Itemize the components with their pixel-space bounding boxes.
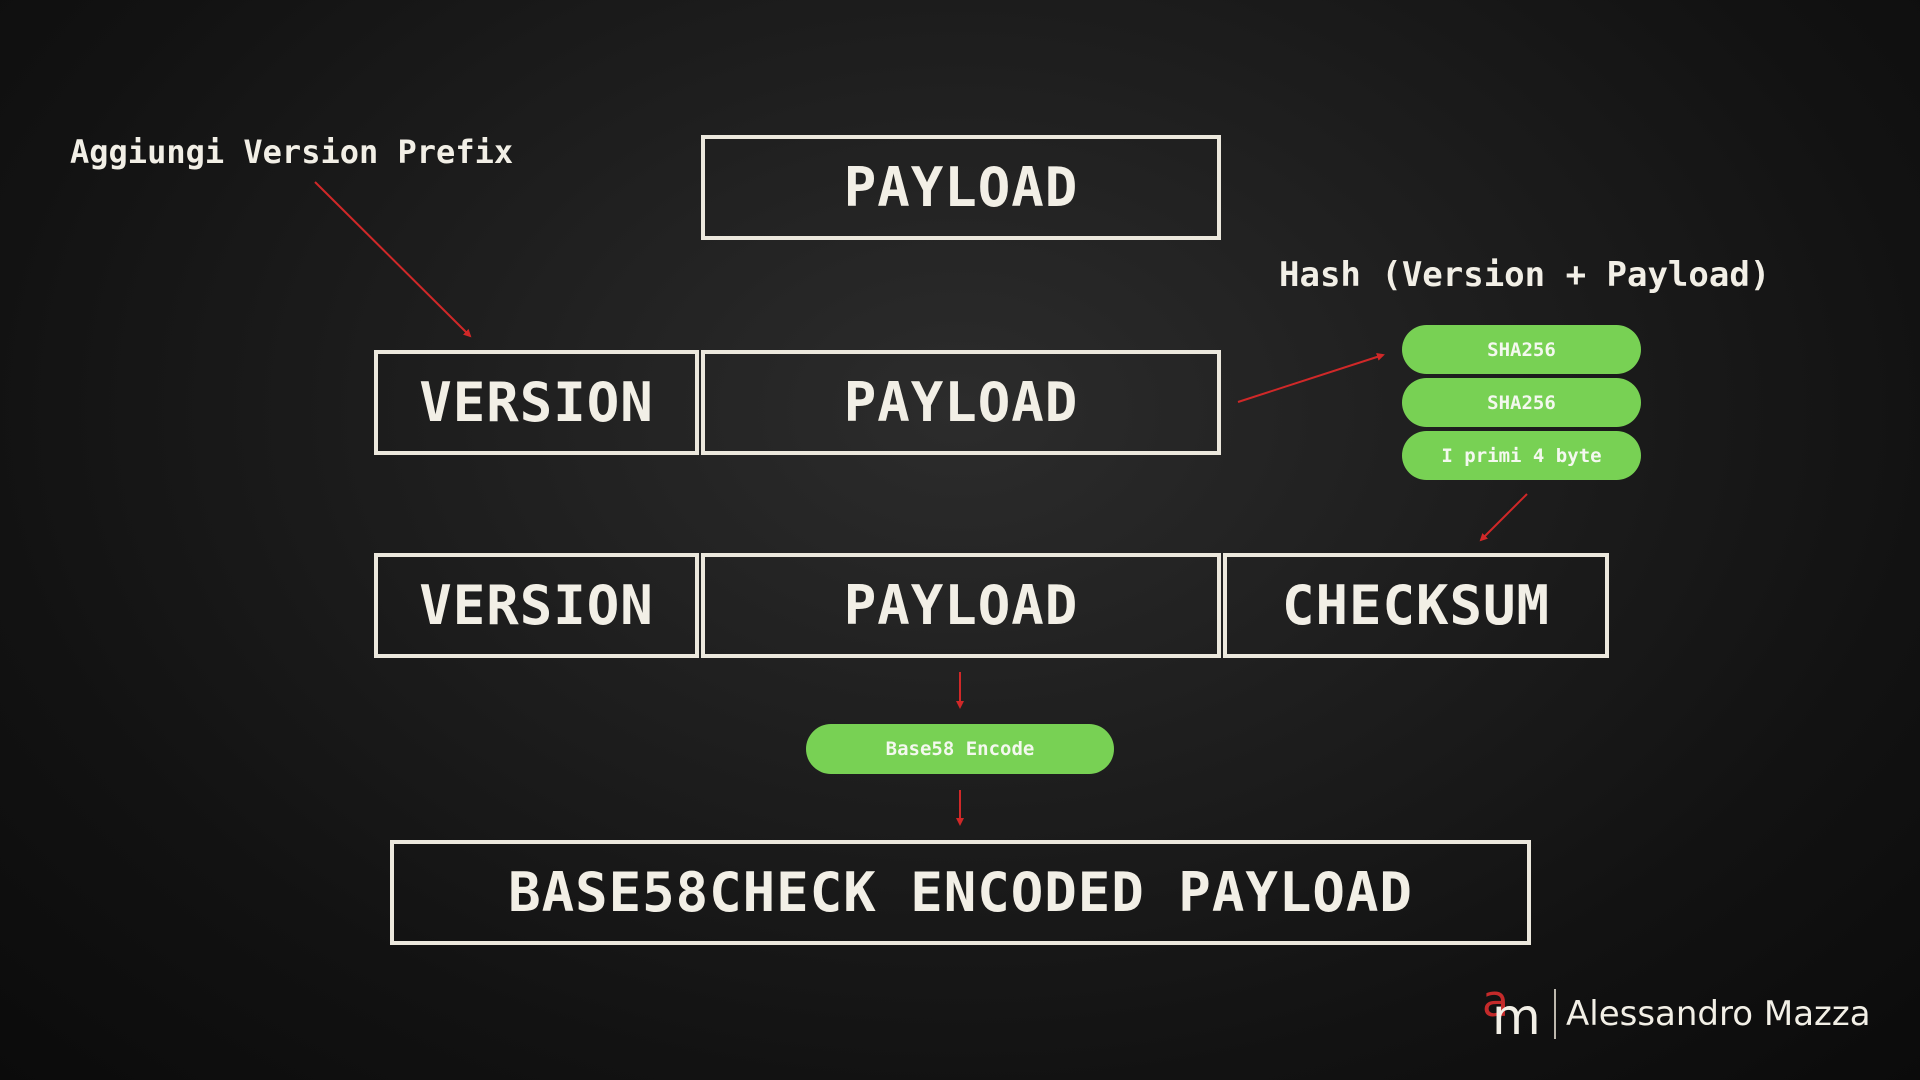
author-logo: a m Alessandro Mazza xyxy=(1478,980,1871,1046)
row2-payload-box: PAYLOAD xyxy=(701,350,1221,455)
hash-step-sha256-1: SHA256 xyxy=(1402,325,1641,374)
author-name: Alessandro Mazza xyxy=(1566,994,1871,1034)
version-prefix-label: Aggiungi Version Prefix xyxy=(70,133,514,171)
row3-checksum-box: CHECKSUM xyxy=(1223,553,1609,658)
logo-letter-a: a xyxy=(1482,976,1509,1027)
am-logo-icon: a m xyxy=(1478,980,1548,1046)
row1-payload-box: PAYLOAD xyxy=(701,135,1221,240)
hash-step-first-4-bytes: I primi 4 byte xyxy=(1402,431,1641,480)
base58check-result-box: BASE58CHECK ENCODED PAYLOAD xyxy=(390,840,1531,945)
row2-version-box: VERSION xyxy=(374,350,699,455)
arrow-hash-to-checksum xyxy=(1479,493,1528,542)
arrow-row2-to-hash xyxy=(1237,353,1385,403)
row3-version-box: VERSION xyxy=(374,553,699,658)
logo-separator xyxy=(1554,989,1556,1039)
hash-label: Hash (Version + Payload) xyxy=(1279,255,1771,295)
hash-step-sha256-2: SHA256 xyxy=(1402,378,1641,427)
base58-encode-step: Base58 Encode xyxy=(806,724,1114,774)
arrow-prefix-to-version xyxy=(314,181,472,338)
logo-letter-m: m xyxy=(1492,988,1541,1046)
row3-payload-box: PAYLOAD xyxy=(701,553,1221,658)
